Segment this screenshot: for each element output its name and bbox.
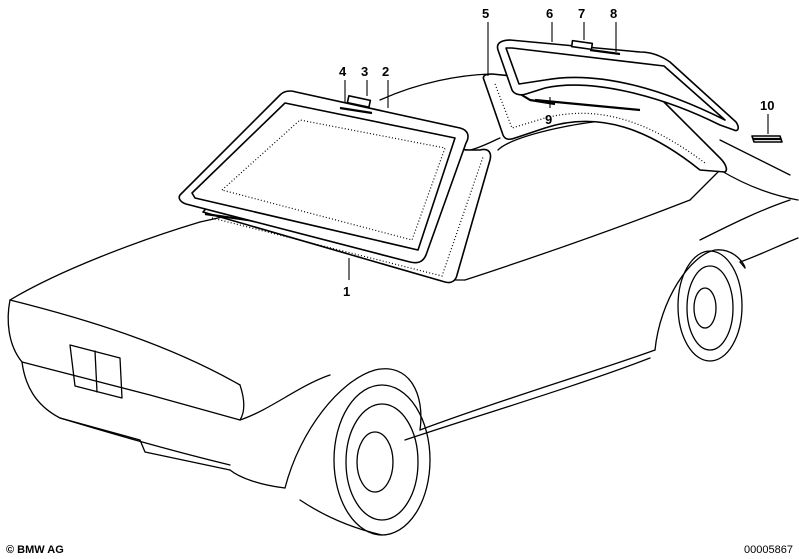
diagram-number: 00005867 bbox=[744, 544, 793, 556]
callout-4: 4 bbox=[339, 64, 347, 79]
callout-6: 6 bbox=[546, 6, 553, 21]
callout-labels: 1 2 3 4 5 6 7 8 9 10 bbox=[339, 6, 774, 299]
copyright-label: © BMW AG bbox=[6, 544, 64, 556]
callout-1: 1 bbox=[343, 284, 350, 299]
callout-9: 9 bbox=[545, 112, 552, 127]
rear-wheel bbox=[654, 249, 746, 362]
callout-3: 3 bbox=[361, 64, 368, 79]
leader-lines bbox=[344, 22, 769, 280]
callout-8: 8 bbox=[610, 6, 617, 21]
front-wheel bbox=[284, 368, 431, 536]
callout-2: 2 bbox=[382, 64, 389, 79]
callout-5: 5 bbox=[482, 6, 489, 21]
clip-part-10 bbox=[751, 135, 783, 143]
rear-window-moulding bbox=[496, 39, 739, 132]
windscreen-frame-moulding bbox=[178, 90, 469, 264]
callout-10: 10 bbox=[760, 98, 774, 113]
callout-7: 7 bbox=[578, 6, 585, 21]
